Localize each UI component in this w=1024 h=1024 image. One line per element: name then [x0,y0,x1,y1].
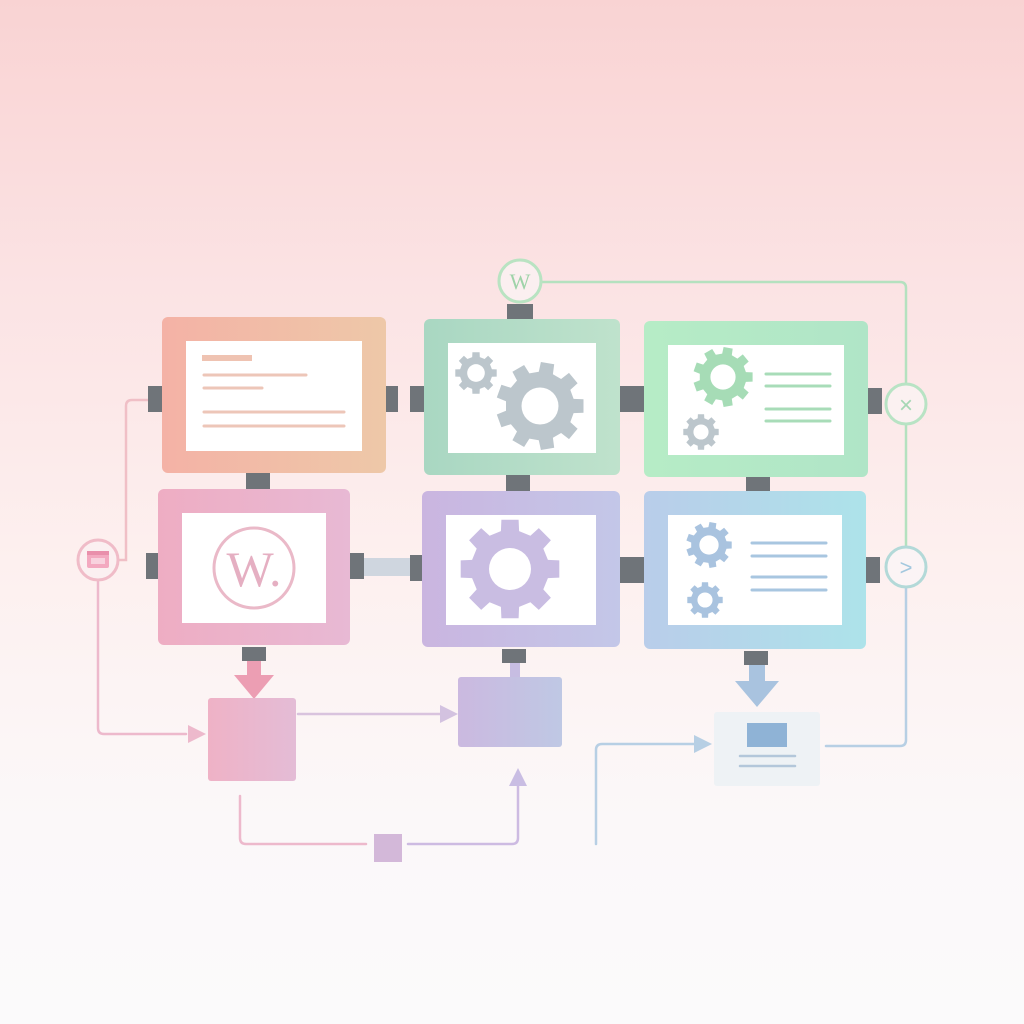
connector-stub [507,304,533,320]
gear-icon [455,352,497,394]
badge-next[interactable]: > [884,545,928,589]
card-gears-list[interactable] [644,321,868,477]
connector-stub [410,386,424,412]
connector-stub [620,386,644,412]
arrow-icon [694,735,712,753]
gear-icon [693,347,753,407]
gear-icon [686,522,732,568]
arrow-icon [735,681,779,707]
card-document[interactable] [162,317,386,473]
card-w-logo[interactable]: W. [158,489,350,645]
output-box-pink[interactable] [208,698,296,781]
gear-hole [467,364,485,382]
text-lines-icon [738,754,797,768]
connector-stub [246,473,270,489]
gear-hole [697,592,713,608]
arrow-icon [234,675,274,699]
badge-w-label: W [510,269,531,294]
down-arrow-blue [735,665,779,707]
connector-stub [866,557,880,583]
badge-w-top[interactable]: W [497,258,543,304]
connector-stub [868,388,882,414]
output-box-purple[interactable] [458,677,562,747]
gear-icon [687,582,723,618]
arrowheads [188,705,712,786]
connector-stub [620,557,644,583]
gear-icon [683,414,719,450]
connector-stub [148,386,162,412]
output-monitor-card[interactable] [714,712,820,786]
close-icon: × [899,392,913,419]
blue-right-line [824,586,908,748]
monitor-icon [747,723,787,747]
gear-hole [521,387,559,425]
badge-close[interactable]: × [884,382,928,426]
arrow-icon [440,705,458,723]
arrow-icon [509,768,527,786]
gear-icon [460,519,560,619]
w-logo-icon: W. [212,526,296,610]
connector-stub [242,647,266,661]
connector-stub [350,553,364,579]
connector-stub [410,555,422,581]
text-lines-icon [764,372,832,423]
connector-stub [502,649,526,663]
card-gears-settings[interactable] [424,319,620,475]
blue-bottom-line [594,742,702,846]
card-gear-process[interactable] [422,491,620,647]
connector-stub [746,477,770,493]
text-lines-icon [750,541,828,592]
gear-hole [710,364,736,390]
chevron-right-icon: > [900,555,913,580]
w-logo-text: W. [226,541,281,597]
text-lines-icon [202,355,346,428]
gear-icon [496,362,584,450]
gear-hole [489,548,531,590]
card-link-bar [364,558,410,576]
bottom-loop-line [238,794,368,846]
gear-hole [693,424,709,440]
pink-left-loop [116,398,152,562]
down-arrow-pink [234,661,274,699]
gear-hole [699,535,719,555]
card-gears-config[interactable] [644,491,866,649]
pink-down-line [96,580,188,736]
connector-stub [506,475,530,491]
green-loop-line [539,280,908,386]
connector-stub [386,386,398,412]
connector-stub [146,553,158,579]
badge-window[interactable] [76,538,120,582]
connector-stub [744,651,768,665]
window-icon [87,551,109,568]
connector-stub [510,663,520,679]
junction-node[interactable] [374,834,402,862]
connector-lines [96,280,908,846]
arrow-icon [188,725,206,743]
